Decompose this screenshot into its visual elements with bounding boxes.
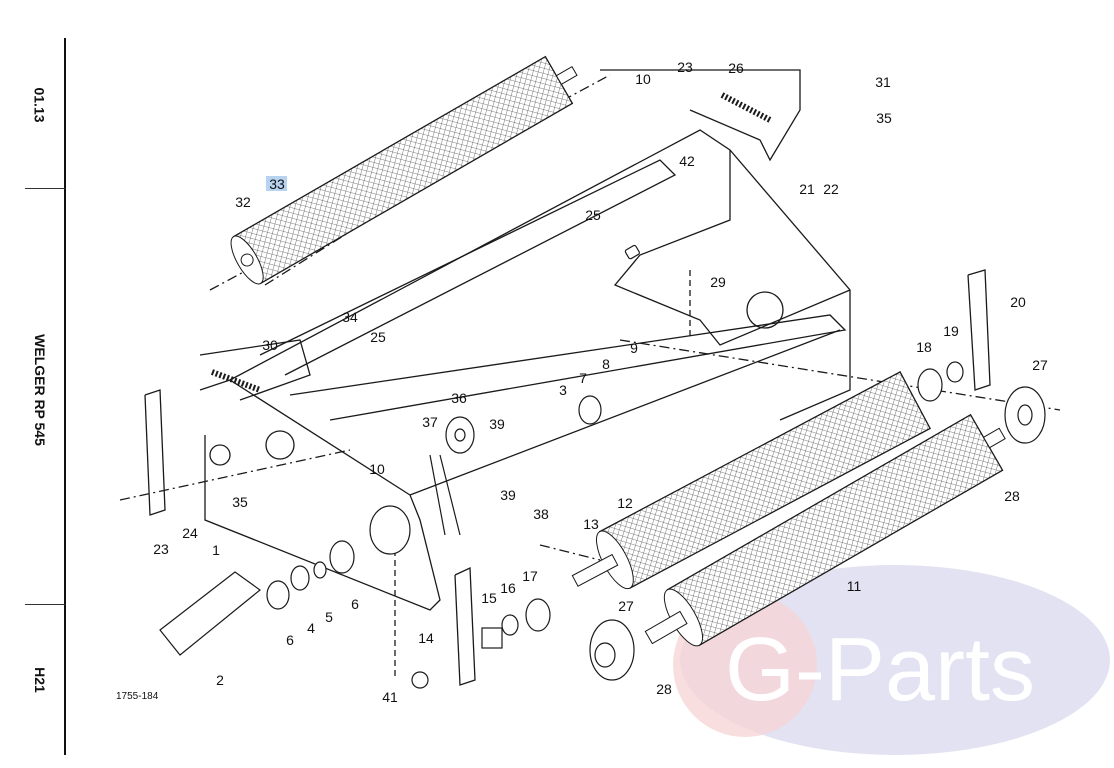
part-label: 23: [677, 59, 693, 75]
part-label: 33: [269, 176, 285, 192]
part-label: 22: [823, 181, 839, 197]
part-label: 16: [500, 580, 516, 596]
part-label: 8: [602, 356, 610, 372]
part-label: 34: [342, 309, 358, 325]
part-label: 28: [1004, 488, 1020, 504]
part-label: 39: [500, 487, 516, 503]
part-label: 38: [533, 506, 549, 522]
part-label: 31: [875, 74, 891, 90]
part-label: 10: [635, 71, 651, 87]
sidebar-separator: [25, 188, 65, 189]
part-33-highlight: [266, 176, 287, 191]
part-label: 6: [351, 596, 359, 612]
part-label: 4: [307, 620, 315, 636]
part-label: 11: [847, 578, 862, 594]
part-label: 15: [481, 590, 497, 606]
part-label: 39: [489, 416, 505, 432]
part-label: 17: [522, 568, 538, 584]
main-frame: [119, 69, 1061, 686]
part-label: 29: [710, 274, 726, 290]
small-parts: [159, 92, 1046, 689]
part-label: 25: [370, 329, 386, 345]
part-label: 18: [916, 339, 932, 355]
sidebar-separator: [25, 604, 65, 605]
part-label: 42: [679, 153, 695, 169]
part-label: 5: [325, 609, 333, 625]
part-label: 7: [579, 370, 587, 386]
part-label: 28: [656, 681, 672, 697]
roller-11: [644, 413, 1006, 647]
part-label: 1: [212, 542, 220, 558]
roller-12: [571, 371, 932, 590]
part-label: 13: [583, 516, 599, 532]
part-label: 37: [422, 414, 438, 430]
roller-33: [230, 55, 578, 285]
part-label: 35: [232, 494, 248, 510]
part-label: 3: [559, 382, 567, 398]
part-label: 32: [235, 194, 251, 210]
part-label: 27: [618, 598, 634, 614]
part-label: 26: [728, 60, 744, 76]
part-label: 19: [943, 323, 959, 339]
part-label: 35: [876, 110, 892, 126]
part-label: 36: [451, 390, 467, 406]
part-label: 21: [799, 181, 815, 197]
part-label: 20: [1010, 294, 1026, 310]
part-label: 6: [286, 632, 294, 648]
part-label: 23: [153, 541, 169, 557]
part-label: 14: [418, 630, 434, 646]
part-label: 2: [216, 672, 224, 688]
part-label: 24: [182, 525, 198, 541]
watermark-text: G-Parts: [725, 620, 1035, 720]
part-label: 41: [382, 689, 398, 705]
part-label: 27: [1032, 357, 1048, 373]
part-label: 30: [262, 337, 278, 353]
part-label: 25: [585, 207, 601, 223]
drawing-reference: 1755-184: [116, 691, 159, 702]
sidebar-divider: [64, 38, 66, 755]
part-label: 12: [617, 495, 633, 511]
part-label: 9: [630, 340, 638, 356]
part-label: 10: [369, 461, 385, 477]
